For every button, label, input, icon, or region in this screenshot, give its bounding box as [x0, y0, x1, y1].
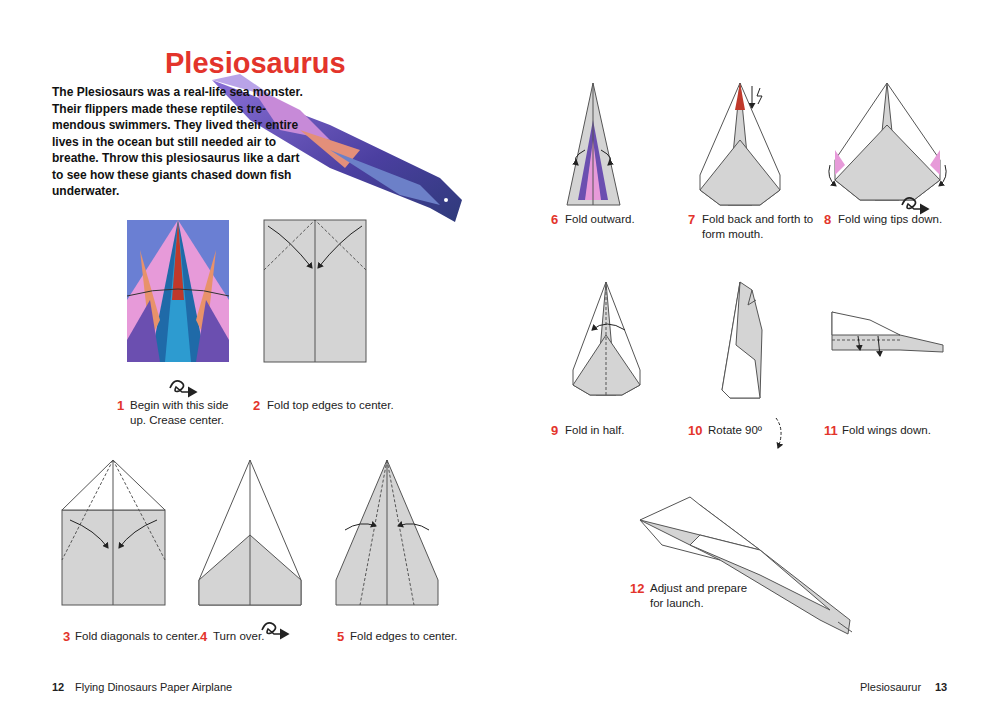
step-number: 7: [688, 212, 695, 227]
step-number: 11: [824, 423, 838, 438]
step-text: Begin with this side up. Crease center.: [130, 398, 242, 428]
step-text: Rotate 90º: [708, 423, 788, 438]
step-text: Fold outward.: [565, 212, 675, 227]
page-number: 13: [935, 681, 947, 693]
page-title: Plesiosaurus: [165, 47, 346, 80]
sheet-print: [127, 220, 229, 362]
step-text: Turn over.: [213, 629, 293, 644]
step-text: Fold edges to center.: [350, 629, 480, 644]
step-number: 3: [63, 629, 70, 644]
running-footer: Flying Dinosaurs Paper Airplane: [75, 681, 232, 693]
running-footer: Plesiosaurur: [860, 681, 921, 693]
step-number: 1: [117, 398, 124, 413]
step-number: 10: [688, 423, 702, 438]
step-text: Adjust and prepare for launch.: [650, 581, 750, 611]
step-text: Fold diagonals to center.: [75, 629, 205, 644]
step-text: Fold in half.: [565, 423, 675, 438]
page-number: 12: [52, 681, 64, 693]
step-number: 9: [551, 423, 558, 438]
step-number: 12: [630, 581, 644, 596]
step-number: 5: [337, 629, 344, 644]
step-number: 4: [200, 629, 207, 644]
step-text: Fold wing tips down.: [838, 212, 978, 227]
step-number: 6: [551, 212, 558, 227]
step-number: 8: [824, 212, 831, 227]
step-text: Fold wings down.: [842, 423, 982, 438]
step-text: Fold back and forth to form mouth.: [702, 212, 814, 242]
step-number: 2: [253, 398, 260, 413]
intro-text: The Plesiosaurs was a real-life sea mons…: [52, 84, 304, 200]
step-text: Fold top edges to center.: [267, 398, 407, 413]
